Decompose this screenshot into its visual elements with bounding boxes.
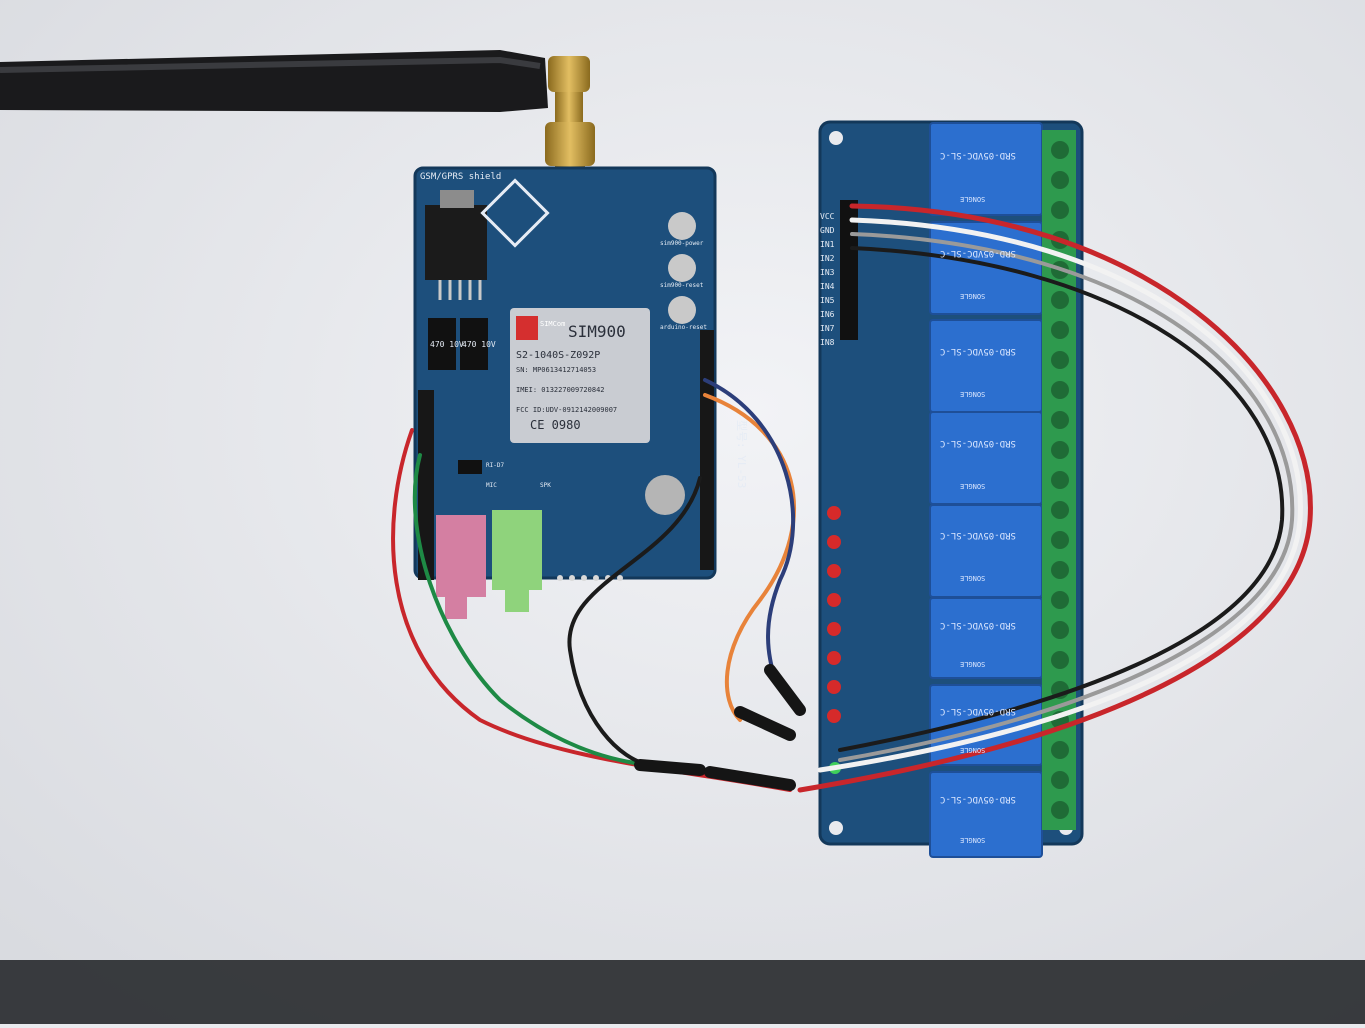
jumper (458, 460, 482, 474)
relay-6-brand: SONGLE (960, 660, 986, 668)
sim900-power-button (668, 212, 696, 240)
pin-in8: IN8 (820, 338, 835, 347)
simcom-logo (516, 316, 538, 340)
module-ce: CE 0980 (530, 418, 581, 432)
module-fcc: FCC ID:UDV-0912142009007 (516, 406, 618, 414)
relay-7-brand: SONGLE (960, 746, 986, 754)
relay-pin-labels: VCC GND IN1 IN2 IN3 IN4 IN5 IN6 IN7 IN8 (820, 210, 834, 350)
relay-2-label: SRD-05VDC-SL-C (940, 248, 1016, 258)
sim900-module (510, 308, 650, 443)
table-edge (0, 960, 1365, 1024)
relay-5-label: SRD-05VDC-SL-C (940, 530, 1016, 540)
relay-1-brand: SONGLE (960, 195, 986, 203)
pin-in1: IN1 (820, 240, 835, 249)
arduino-reset-button (668, 296, 696, 324)
relay-8-brand: SONGLE (960, 836, 986, 844)
sim900-reset-label: sim900-reset (660, 282, 704, 289)
relay-2-brand: SONGLE (960, 292, 986, 300)
relay-3-brand: SONGLE (960, 390, 986, 398)
header-left (418, 390, 434, 580)
module-part: S2-1040S-Z092P (516, 350, 601, 361)
wire-green (412, 453, 652, 767)
capacitor-1-label: 470 10V (430, 340, 464, 349)
sim900-reset-button (668, 254, 696, 282)
wire-gray (838, 232, 1295, 762)
relay-4-label: SRD-05VDC-SL-C (940, 438, 1016, 448)
pin-vcc: VCC (820, 212, 835, 221)
relay-model-label: 型号: YL-53 (735, 420, 748, 489)
spk-jack (492, 510, 542, 590)
relay-7-label: SRD-05VDC-SL-C (940, 706, 1016, 716)
spk-label: SPK (540, 482, 551, 489)
wire-blue (703, 378, 796, 682)
coin-battery (645, 475, 685, 515)
relay-3 (929, 319, 1043, 413)
wire-red-vcc (797, 203, 1313, 793)
arduino-reset-label: arduino-reset (660, 324, 707, 331)
relay-3-label: SRD-05VDC-SL-C (940, 346, 1016, 356)
jumper-wires (391, 203, 1313, 793)
capacitor-2-label: 470 10V (462, 340, 496, 349)
relay-6 (929, 597, 1043, 679)
pin-in4: IN4 (820, 282, 835, 291)
pin-in7: IN7 (820, 324, 835, 333)
module-serial: SN: MP0613412714053 (516, 366, 597, 374)
relay-5 (929, 504, 1043, 598)
relay-4 (929, 411, 1043, 505)
mic-jack (436, 515, 486, 597)
wire-white (817, 217, 1303, 773)
pin-in3: IN3 (820, 268, 835, 277)
wire-black-gnd (838, 246, 1285, 752)
relay-5-brand: SONGLE (960, 574, 986, 582)
relay-1 (929, 122, 1043, 216)
voltage-regulator (425, 205, 487, 280)
capacitor-2 (460, 318, 488, 370)
pin-in2: IN2 (820, 254, 835, 263)
sim900-power-label: sim900-power (660, 240, 704, 247)
module-name: SIM900 (568, 322, 626, 341)
wire-black-shield (567, 476, 702, 767)
pin-gnd: GND (820, 226, 835, 235)
gsm-shield-board (413, 166, 717, 619)
relay-8-label: SRD-05VDC-SL-C (940, 794, 1016, 804)
jumper-label: RI-D7 (486, 462, 505, 469)
mic-label: MIC (486, 482, 497, 489)
header-right (700, 330, 714, 570)
pin-in6: IN6 (820, 310, 835, 319)
capacitor-1 (428, 318, 456, 370)
relay-8 (929, 771, 1043, 858)
relay-6-label: SRD-05VDC-SL-C (940, 620, 1016, 630)
relay-1-label: SRD-05VDC-SL-C (940, 150, 1016, 160)
shield-title: GSM/GPRS shield (420, 172, 502, 182)
pin-in5: IN5 (820, 296, 835, 305)
module-imei: IMEI: 013227009720842 (516, 386, 605, 394)
relay-4-brand: SONGLE (960, 482, 986, 490)
module-brand: SIMCom (540, 320, 566, 328)
os-logo (480, 178, 550, 248)
indicator-leds (827, 506, 841, 723)
wire-orange (703, 393, 796, 722)
